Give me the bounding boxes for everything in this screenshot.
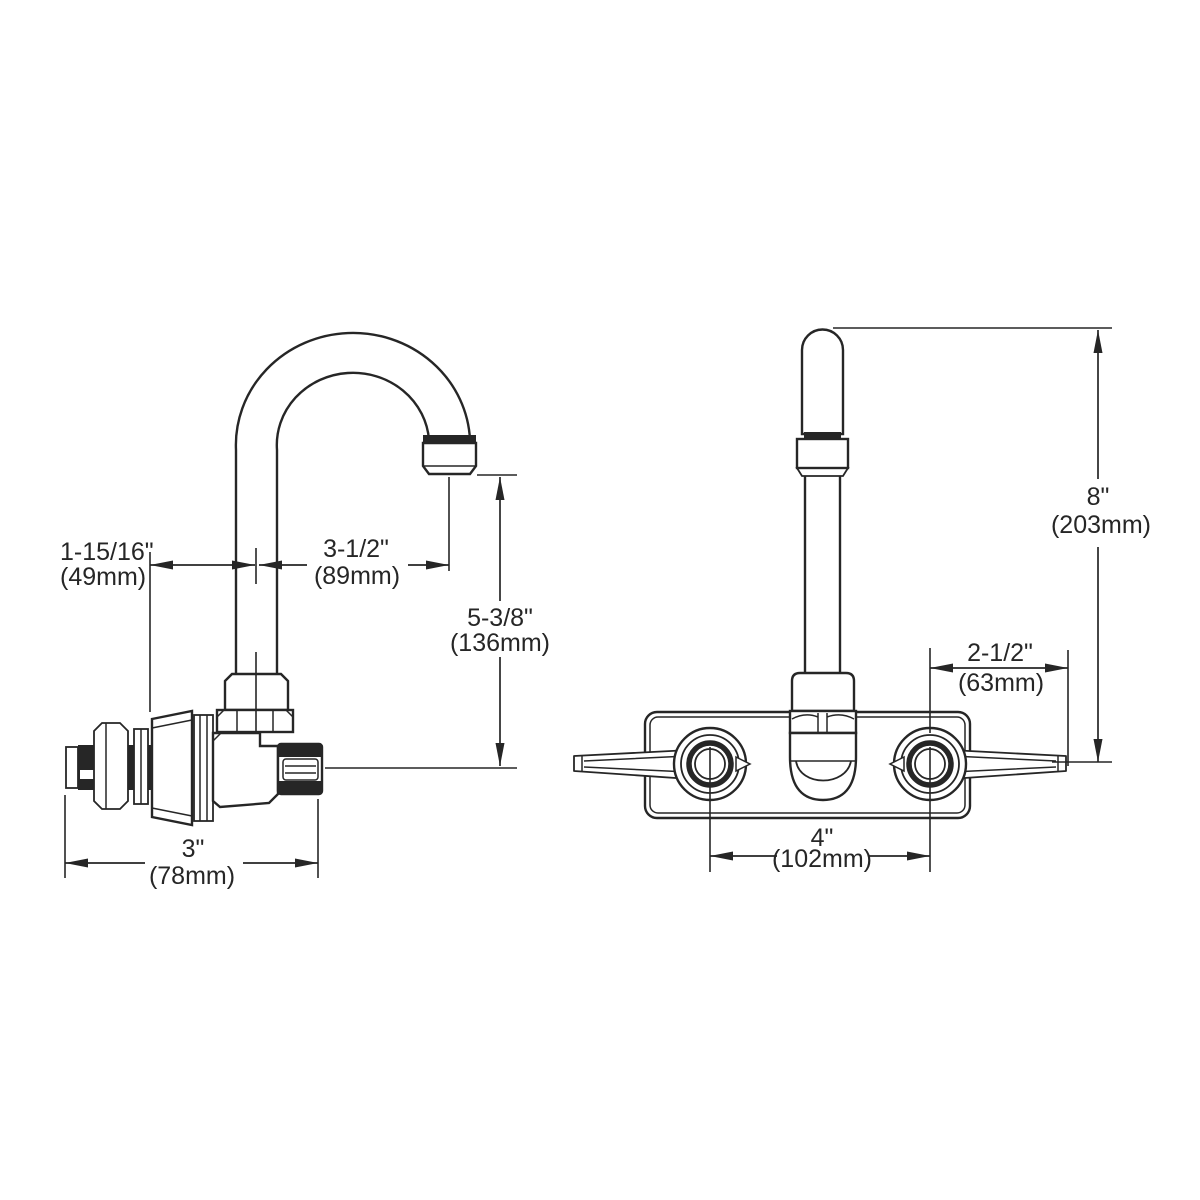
arrow-left-icon: [150, 560, 173, 570]
arrow-right-icon: [1045, 663, 1068, 673]
front-tube-upper: [800, 328, 845, 436]
valve-body-chamfer: [212, 732, 222, 742]
lever-left: [573, 749, 691, 780]
knob-knurl-lines: [285, 765, 316, 774]
dim-front-handle-length-mm: (63mm): [958, 669, 1044, 697]
spout-hex-nut-outline: [215, 708, 295, 734]
dim-side-depth-mm: (78mm): [149, 862, 235, 890]
escutcheon-outline: [150, 709, 194, 827]
arrow-up-icon: [495, 477, 505, 500]
dim-side-depth-inches: 3": [182, 835, 205, 863]
dim-front-handle-length-inches: 2-1/2": [967, 639, 1033, 667]
front-collar: [795, 437, 850, 477]
front-dimensions: 2-1/2" (63mm) 4" (102mm) 8" (203mm): [709, 327, 1151, 873]
knob-inner-panel: [282, 758, 319, 781]
knob-bottom-band: [279, 781, 321, 793]
nipple-slot: [80, 770, 99, 779]
aerator: [421, 435, 478, 476]
dim-side-tip-height-mm: (136mm): [450, 629, 550, 657]
hub-right-notch: [888, 755, 905, 773]
knob-top-band: [279, 745, 321, 757]
spout-inner-curve: [275, 371, 431, 674]
dim-side-tip-height-inches: 5-3/8": [467, 604, 533, 632]
washer: [133, 728, 149, 805]
front-hex-facets: [791, 713, 855, 733]
bell-inner-arc: [795, 760, 852, 782]
collar-outline: [795, 437, 850, 470]
arrow-left-icon: [710, 851, 733, 861]
valve-body: [211, 731, 280, 809]
front-joint-band: [804, 432, 841, 439]
arrow-right-icon: [426, 560, 449, 570]
lever-right-lines: [951, 755, 1059, 773]
arrow-left-icon: [930, 663, 953, 673]
front-tube-lower: [803, 472, 842, 677]
front-riser: [790, 671, 856, 713]
dim-side-offset-inches: 1-15/16": [60, 538, 154, 566]
center-bell: [788, 731, 858, 802]
lever-left-outline: [573, 749, 691, 780]
collar-chamfer-ring: [795, 467, 850, 477]
wall-escutcheon: [150, 709, 194, 827]
lever-right-outline: [949, 749, 1067, 780]
lock-nut-outline: [93, 722, 129, 810]
side-view: 1-15/16" (49mm) 3-1/2" (89mm) 5-3/8" (13…: [60, 331, 550, 890]
mounting-flange: [193, 714, 214, 822]
outlet-knob: [276, 742, 324, 796]
spout-hex-nut-facets: [216, 709, 294, 732]
escutcheon-inner-lines: [151, 719, 193, 817]
lever-left-lines: [581, 755, 689, 773]
arrow-left-icon: [259, 560, 282, 570]
front-view: 2-1/2" (63mm) 4" (102mm) 8" (203mm): [573, 327, 1151, 873]
arrow-left-icon: [65, 858, 88, 868]
aerator-band: [423, 435, 476, 443]
side-dimensions: 1-15/16" (49mm) 3-1/2" (89mm) 5-3/8" (13…: [60, 474, 550, 890]
dim-side-reach-mm: (89mm): [314, 562, 400, 590]
flange-outline: [193, 714, 214, 822]
front-spout: [788, 328, 858, 802]
aerator-body: [421, 441, 478, 476]
lever-right: [949, 749, 1067, 780]
arrow-down-icon: [495, 743, 505, 766]
arrow-up-icon: [1093, 330, 1103, 353]
arrow-down-icon: [1093, 739, 1103, 762]
dim-side-reach-inches: 3-1/2": [323, 535, 389, 563]
dim-side-offset-mm: (49mm): [60, 563, 146, 591]
lock-nut: [93, 722, 129, 810]
dim-front-height-mm: (203mm): [1051, 511, 1151, 539]
bell-outline: [788, 731, 858, 802]
hub-left-notch: [735, 755, 752, 773]
valve-body-outline: [211, 731, 280, 809]
arrow-right-icon: [295, 858, 318, 868]
nipple-end-cap: [65, 746, 79, 789]
flange-lines: [199, 715, 208, 821]
spout-hex-nut: [215, 708, 295, 734]
dim-front-centers-inches: 4": [811, 824, 834, 852]
dim-front-height-inches: 8": [1087, 483, 1110, 511]
front-hex-outline: [788, 709, 858, 735]
arrow-right-icon: [232, 560, 255, 570]
dim-front-centers-mm: (102mm): [772, 845, 872, 873]
arrow-right-icon: [907, 851, 930, 861]
front-hex-nut: [788, 709, 858, 735]
spout-outer-curve: [234, 331, 472, 674]
gooseneck-spout: [234, 331, 472, 674]
